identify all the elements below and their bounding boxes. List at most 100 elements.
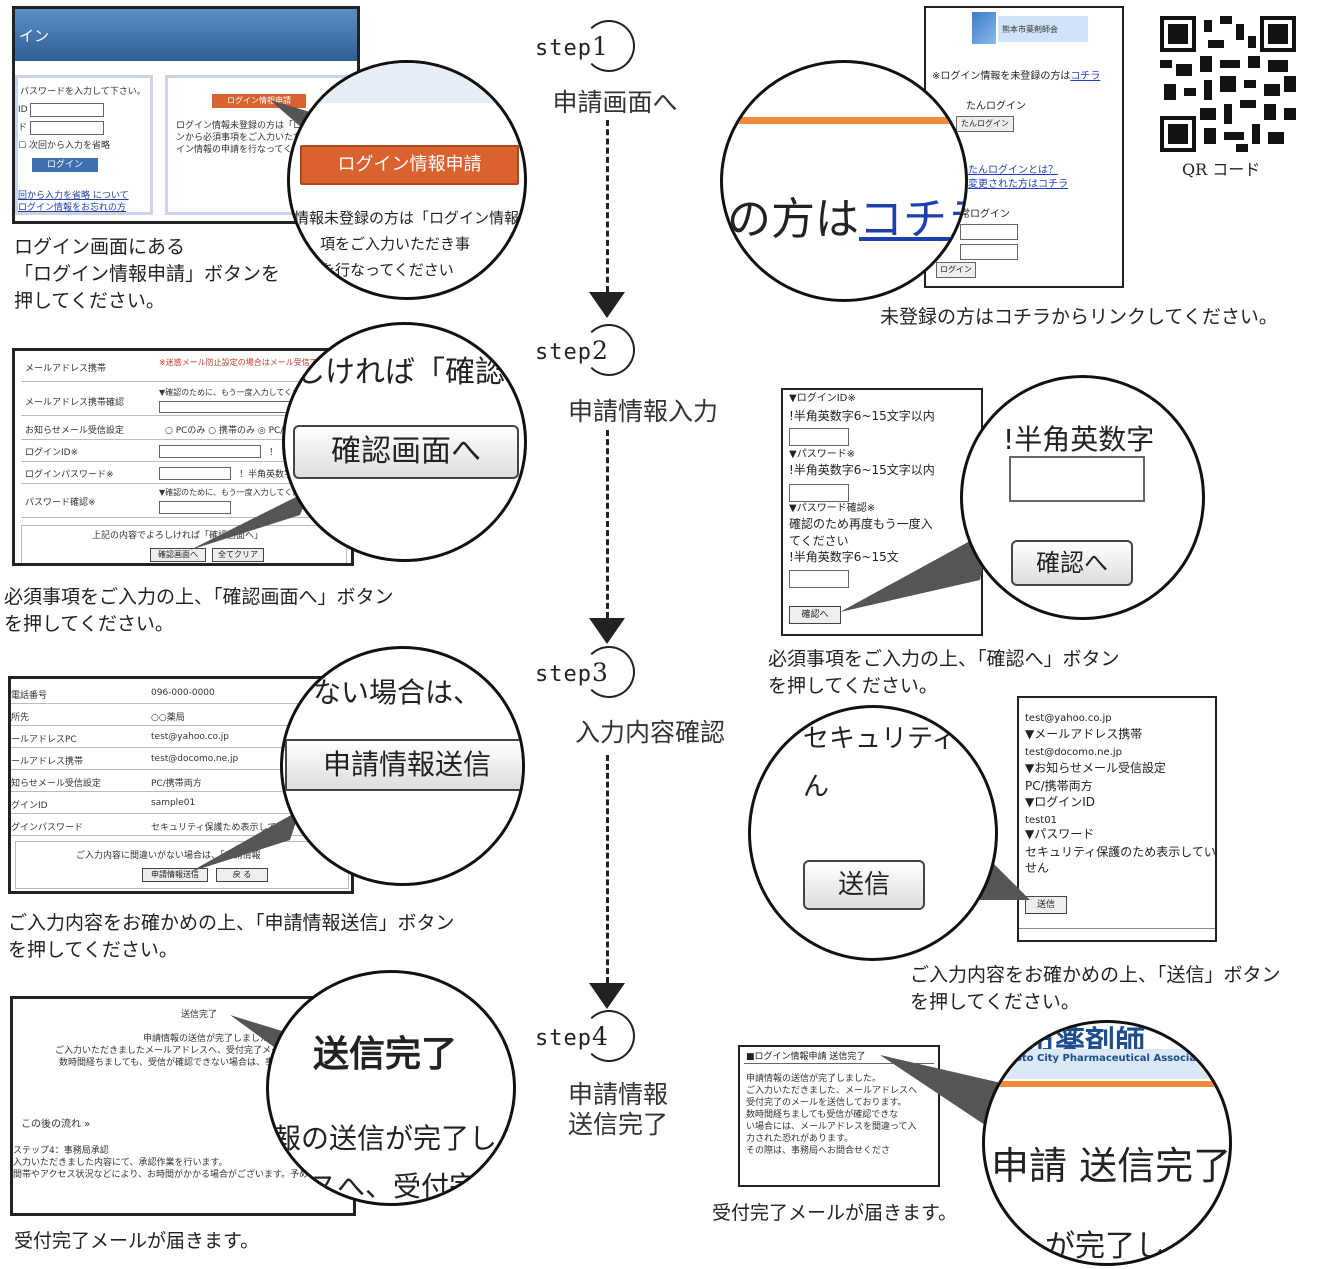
s2m-lens-input[interactable] [1009,456,1145,502]
s4-done-msg3: 数時間経ちましても、受信が確認できない場合は、事務局 [59,1058,293,1068]
s3m-lens-send-button[interactable]: 送信 [803,860,925,910]
s2-login-id-input[interactable] [159,445,261,458]
s4-done-msg2: ご入力いただきましたメールアドレスへ、受付完了メールを [55,1046,299,1056]
s4m-line-6: その際は、事務局へお問合せくださ [746,1146,891,1156]
s4m-lens-banner [985,1049,1229,1079]
s3-mobile-screenshot: test@yahoo.co.jp ▼メールアドレス携帯 test@docomo.… [1017,696,1217,942]
s3m-line-9: せん [1025,861,1050,875]
s1-pw-label: ド [18,123,28,133]
s1-mobile-login-btn[interactable]: ログイン [936,262,976,278]
s1-mobile-note: ※ログイン情報を未登録の方はコチラ [932,71,1101,82]
s4-lens-title: 送信完了 [313,1034,458,1075]
s4m-lens-title: 申請 送信完了 [991,1144,1232,1188]
s2m-line-5: 確認のため再度もう一度入 [789,517,933,531]
s2m-pw-confirm-input[interactable] [789,570,849,588]
s4-lens-text2: スへ、受付完 [309,1170,478,1203]
s2m-lens-confirm-button[interactable]: 確認へ [1011,540,1133,586]
s3m-send-btn[interactable]: 送信 [1025,896,1067,914]
s3m-lens-text1: セキュリティ [803,724,958,754]
s1-changed-link[interactable]: 変更された方はコチラ [968,179,1068,190]
s1-link2[interactable]: ログイン情報をお忘れの方 [18,203,127,213]
s4-done-title: 送信完了 [181,1010,218,1020]
s3-left-lens: ない場合は、 申請情報送信 [280,646,525,886]
s1-title-bar [15,9,357,61]
s2m-line-4: ▼パスワード確認※ [789,503,876,514]
s1-desc1: ログイン情報未登録の方は「ロ [176,121,303,131]
s2-clear-btn-small[interactable]: 全てクリア [212,548,264,562]
s2-row-2: お知らせメール受信設定○ PCのみ ○ 携帯のみ ◎ PC/ [21,419,345,440]
s1-lens-bg [290,63,524,103]
s4m-lens-orange-bar [985,1081,1229,1087]
s1-what-link[interactable]: たんログインとは？ [968,165,1058,176]
s1-mobile-pw-input[interactable] [960,244,1018,260]
timeline-dash-1 [606,120,609,292]
s1-login-panel: パスワードを入力して下さい。 ID ド ☐ 次回から入力を省略 ログイン 回から… [15,75,153,215]
s4m-line-0: 申請情報の送信が完了しました。 [746,1074,882,1084]
s3-right-lens: セキュリティ ん 送信 [748,705,998,961]
s1-id-input[interactable] [30,103,104,117]
s2m-confirm-btn[interactable]: 確認へ [789,606,841,624]
s2m-line-2: ▼パスワード※ [789,449,856,460]
s2-left-pointer [190,490,310,550]
s2-row-4: ログインパスワード※！半角英数字 [21,463,345,484]
s2m-pw-input[interactable] [789,484,849,502]
s1-id-label: ID [18,105,28,115]
s1-login-label: 常ログイン [960,209,1010,220]
timeline-arrow-2 [589,618,625,644]
s2m-line-1: !半角英数字6~15文字以内 [789,409,935,423]
s1-prompt: パスワードを入力して下さい。 [20,87,146,97]
s2-form-screenshot: メールアドレス携帯※迷惑メール防止設定の場合はメール受信できない場合があります … [12,348,354,566]
s4-left-caption: 受付完了メールが届きます。 [14,1230,260,1252]
s2m-line-0: ▼ログインID※ [789,393,856,404]
s3m-line-1: ▼メールアドレス携帯 [1025,727,1143,741]
s3m-line-6: test01 [1025,815,1057,826]
timeline-dash-3 [606,755,609,983]
s4-done-step-desc1: 入力いただきました内容にて、承認作業を行います。 [13,1158,228,1168]
s3-footer-note: ご入力内容に間違いがない場合は、「申請情報 [76,851,261,861]
s1-desc3: イン情報の申請を行なってくださ [176,145,311,155]
s4m-header: ■ログイン情報申請 送信完了 [746,1052,866,1062]
s1-login-button[interactable]: ログイン [32,158,98,172]
s4-done-step-desc2: 間帯やアクセス状況などにより、お時間がかかる場合がございます。予めご了承 [13,1170,336,1180]
s1-mobile-id-input[interactable] [960,224,1018,240]
qr-code-icon [1160,16,1296,152]
s1-left-lens: ログイン情報申請 情報未登録の方は「ログイン情報 項をご入力いただき事 を行なっ… [287,60,527,300]
s4-right-pointer [880,1055,1010,1135]
s4m-header-line [744,1063,934,1064]
step3-label: step3 [535,658,609,687]
s1-lens-text3: を行なってください [320,261,454,279]
s2-lens-confirm-button[interactable]: 確認画面へ [293,425,519,479]
s1-remember[interactable]: ☐ 次回から入力を省略 [18,141,110,151]
s3m-divider [1019,928,1215,929]
s1-mobile-link[interactable]: コチラ [1070,71,1101,82]
s4m-line-5: 力された恐れがあります。 [746,1134,854,1144]
s1-lens-link[interactable]: コチラ [859,194,965,245]
s1-link1[interactable]: 回から入力を省略 について [18,191,129,201]
s3-back-btn-small[interactable]: 戻 る [216,868,268,882]
s1-pw-input[interactable] [30,121,104,135]
step2-label: step2 [535,336,609,365]
s2-confirm-btn-small[interactable]: 確認画面へ [150,548,206,562]
s2-password-input[interactable] [159,467,231,480]
s4-right-lens: 市薬剤師 oto City Pharmaceutical Associatio … [982,1020,1232,1266]
s3-lens-send-button[interactable]: 申請情報送信 [285,739,522,791]
s2m-line-3: !半角英数字6~15文字以内 [789,463,935,477]
s2-row-5: パスワード確認※▼確認のために、もう一度入力してくださ [21,485,345,518]
s1-lens-apply-button[interactable]: ログイン情報申請 [300,145,519,185]
s1-mobile-screenshot: 熊本市薬剤師会 ※ログイン情報を未登録の方はコチラ たんログイン たんログイン … [924,6,1124,288]
s3m-line-3: ▼お知らせメール受信設定 [1025,761,1166,775]
s1-easy-login-btn[interactable]: たんログイン [956,116,1014,132]
s3m-line-4: PC/携帯両方 [1025,779,1093,793]
step4-title: 申請情報 送信完了 [567,1080,668,1139]
s2m-id-input[interactable] [789,428,849,446]
s4-lens-text1: 報の送信が完了し [273,1122,498,1155]
s4m-line-1: ご入力いただきました、メールアドレスへ [746,1086,918,1096]
s2-password-confirm-input[interactable] [159,501,231,514]
s3-lens-text: ない場合は、 [313,676,482,709]
s3m-line-8: セキュリティ保護のため表示していま [1025,845,1217,859]
step3-title: 入力内容確認 [574,718,725,747]
s3m-lens-text2: ん [803,772,830,802]
